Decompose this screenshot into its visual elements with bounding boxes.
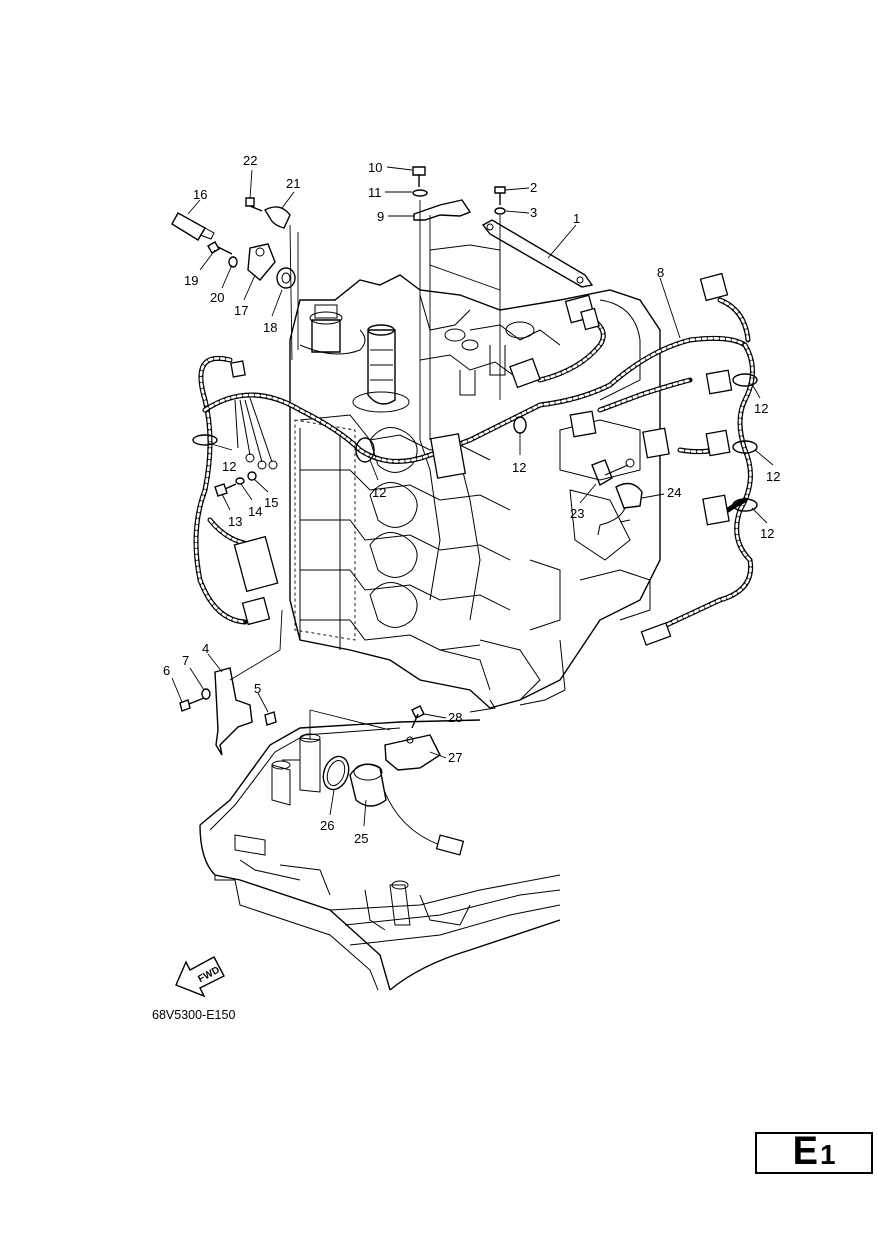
part-label-12c: 12 bbox=[512, 460, 526, 475]
part-label-12f: 12 bbox=[760, 526, 774, 541]
part-label-12d: 12 bbox=[754, 401, 768, 416]
part-label-2: 2 bbox=[530, 180, 537, 195]
part-label-16: 16 bbox=[193, 187, 207, 202]
section-number: 1 bbox=[820, 1139, 836, 1170]
part-number-labels: 1 2 3 4 5 6 7 8 9 10 11 12 12 12 12 12 1… bbox=[163, 153, 780, 846]
part-label-22: 22 bbox=[243, 153, 257, 168]
engine-block bbox=[289, 274, 661, 713]
part-label-11: 11 bbox=[368, 185, 382, 200]
part-label-3: 3 bbox=[530, 205, 537, 220]
part-label-7: 7 bbox=[182, 653, 189, 668]
part-label-9: 9 bbox=[377, 209, 384, 224]
part-label-12b: 12 bbox=[372, 485, 386, 500]
wire-harness bbox=[192, 272, 758, 646]
part-label-18: 18 bbox=[263, 320, 277, 335]
part-label-1: 1 bbox=[573, 211, 580, 226]
part-label-12e: 12 bbox=[766, 469, 780, 484]
fwd-arrow-icon: FWD bbox=[175, 956, 225, 998]
lower-cowling bbox=[199, 719, 561, 991]
part-label-4: 4 bbox=[202, 641, 209, 656]
part-label-17: 17 bbox=[234, 303, 248, 318]
part-label-28: 28 bbox=[448, 710, 462, 725]
section-indicator: E 1 bbox=[755, 1129, 873, 1174]
part-label-6: 6 bbox=[163, 663, 170, 678]
part-label-19: 19 bbox=[184, 273, 198, 288]
part-label-10: 10 bbox=[368, 160, 382, 175]
part-label-5: 5 bbox=[254, 681, 261, 696]
part-label-23: 23 bbox=[570, 506, 584, 521]
part-label-21: 21 bbox=[286, 176, 300, 191]
part-label-15: 15 bbox=[264, 495, 278, 510]
part-label-13: 13 bbox=[228, 514, 242, 529]
part-label-14: 14 bbox=[248, 504, 262, 519]
section-letter: E bbox=[793, 1129, 819, 1173]
part-label-12a: 12 bbox=[222, 459, 236, 474]
diagram-reference-code: 68V5300-E150 bbox=[152, 1008, 236, 1022]
small-parts bbox=[171, 166, 643, 856]
part-label-27: 27 bbox=[448, 750, 462, 765]
leader-lines bbox=[171, 166, 774, 827]
part-label-26: 26 bbox=[320, 818, 334, 833]
part-label-25: 25 bbox=[354, 831, 368, 846]
part-label-24: 24 bbox=[667, 485, 681, 500]
part-label-8: 8 bbox=[657, 265, 664, 280]
part-label-20: 20 bbox=[210, 290, 224, 305]
